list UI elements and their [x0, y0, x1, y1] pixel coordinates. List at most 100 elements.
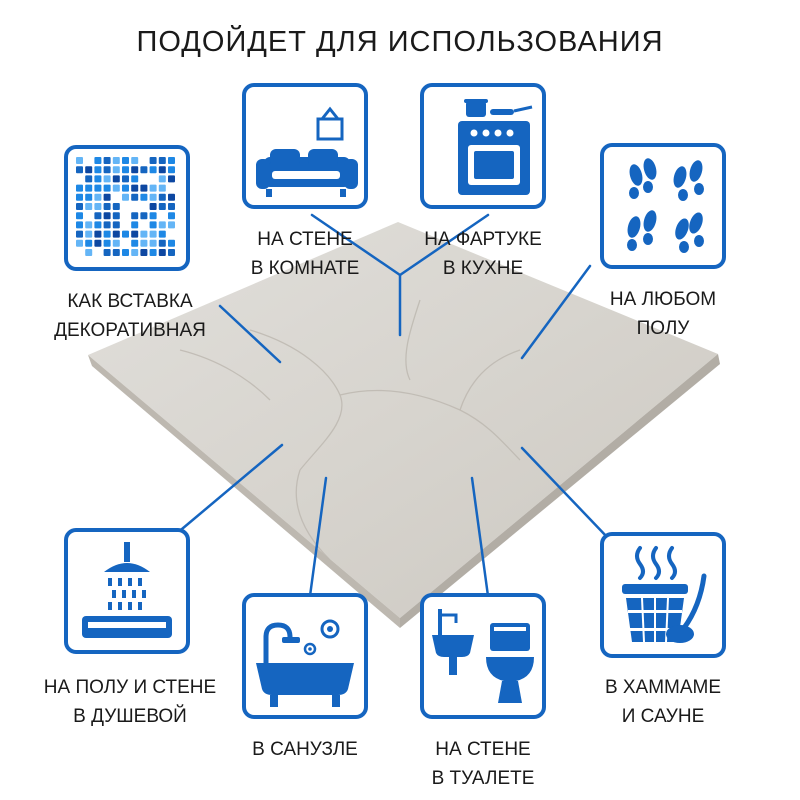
mosaic-tile [112, 239, 120, 247]
mosaic-icon-box [64, 145, 190, 271]
shower-icon [82, 542, 172, 638]
mosaic-tile [85, 166, 93, 174]
mosaic-tile [158, 157, 166, 164]
caption-room-wall: НА СТЕНЕ В КОМНАТЕ [250, 229, 360, 279]
caption-decorative-insert: КАК ВСТАВКА ДЕКОРАТИВНАЯ [54, 291, 206, 341]
mosaic-tile [122, 193, 129, 201]
mosaic-tile [149, 230, 157, 238]
sauna-icon-box [600, 532, 726, 658]
mosaic-tile [76, 157, 83, 164]
mosaic-tile [149, 221, 157, 229]
caption-bathroom: В САНУЗЛЕ [252, 739, 358, 760]
mosaic-tile [140, 212, 148, 220]
mosaic-tile [131, 157, 139, 164]
mosaic-tile [122, 175, 129, 183]
mosaic-tile [168, 175, 175, 183]
mosaic-tile [94, 166, 102, 174]
toilet-icon [432, 609, 534, 703]
mosaic-tile [149, 157, 157, 164]
sauna-icon [622, 546, 707, 643]
mosaic-tile [168, 212, 175, 220]
mosaic-tile [103, 166, 111, 174]
mosaic-tile [112, 157, 120, 164]
mosaic-tile [140, 184, 148, 192]
mosaic-tile [131, 249, 139, 256]
mosaic-tile [94, 175, 102, 183]
mosaic-tile [131, 239, 139, 247]
mosaic-tile [76, 212, 83, 220]
footprints-icon-box [600, 143, 726, 269]
mosaic-tile [85, 221, 93, 229]
mosaic-tile [122, 166, 129, 174]
mosaic-tile [103, 239, 111, 247]
mosaic-tile [158, 221, 166, 229]
footprints-icon [627, 158, 704, 253]
mosaic-tile [140, 239, 148, 247]
caption-shower: НА ПОЛУ И СТЕНЕ В ДУШЕВОЙ [43, 677, 217, 727]
mosaic-tile [85, 230, 93, 238]
mosaic-tile [76, 221, 83, 229]
mosaic-tile [103, 193, 111, 201]
mosaic-tile [168, 221, 175, 229]
toilet-icon-box [420, 593, 546, 719]
mosaic-tile [140, 249, 148, 256]
page-title: ПОДОЙДЕТ ДЛЯ ИСПОЛЬЗОВАНИЯ [136, 26, 664, 58]
mosaic-tile [149, 166, 157, 174]
mosaic-tile [76, 166, 83, 174]
mosaic-tile [94, 157, 102, 164]
mosaic-tile [94, 184, 102, 192]
bathtub-icon-box [242, 593, 368, 719]
mosaic-tile [103, 221, 111, 229]
stove-icon-box [420, 83, 546, 209]
mosaic-tile [168, 193, 175, 201]
stove-icon [458, 99, 533, 195]
mosaic-tile [122, 157, 129, 164]
mosaic-tile [85, 184, 93, 192]
mosaic-tile [149, 184, 157, 192]
mosaic-tile [158, 203, 166, 210]
mosaic-tile [131, 166, 139, 174]
mosaic-tile [76, 203, 83, 210]
mosaic-tile [103, 230, 111, 238]
mosaic-tile [131, 230, 139, 238]
shower-icon-box [64, 528, 190, 654]
mosaic-tile [112, 221, 120, 229]
mosaic-tile [76, 184, 83, 192]
mosaic-tile [168, 203, 175, 210]
mosaic-tile [94, 212, 102, 220]
mosaic-tile [112, 212, 120, 220]
mosaic-tile [94, 193, 102, 201]
mosaic-tile [158, 230, 166, 238]
mosaic-tile [94, 239, 102, 247]
mosaic-tile [168, 166, 175, 174]
mosaic-tile [76, 239, 83, 247]
mosaic-tile [158, 193, 166, 201]
mosaic-tile [112, 184, 120, 192]
mosaic-tile [158, 249, 166, 256]
caption-toilet-wall: НА СТЕНЕ В ТУАЛЕТЕ [431, 739, 535, 789]
caption-kitchen-backsplash: НА ФАРТУКЕ В КУХНЕ [424, 229, 542, 279]
mosaic-tile [149, 193, 157, 201]
sofa-icon-box [242, 83, 368, 209]
mosaic-tile [94, 221, 102, 229]
mosaic-tile [112, 166, 120, 174]
mosaic-tile [168, 157, 175, 164]
mosaic-tile [103, 184, 111, 192]
mosaic-tile [76, 230, 83, 238]
mosaic-tile [112, 175, 120, 183]
mosaic-tile [85, 249, 93, 256]
mosaic-tile [149, 249, 157, 256]
mosaic-tile [131, 212, 139, 220]
mosaic-tile [131, 193, 139, 201]
mosaic-tile [122, 230, 129, 238]
mosaic-tile [85, 193, 93, 201]
mosaic-tile [94, 203, 102, 210]
mosaic-tile [103, 203, 111, 210]
mosaic-tile [76, 193, 83, 201]
mosaic-tile [131, 184, 139, 192]
mosaic-tile [85, 239, 93, 247]
mosaic-tile [112, 203, 120, 210]
mosaic-tile [131, 221, 139, 229]
mosaic-tile [85, 203, 93, 210]
mosaic-tile [103, 249, 111, 256]
